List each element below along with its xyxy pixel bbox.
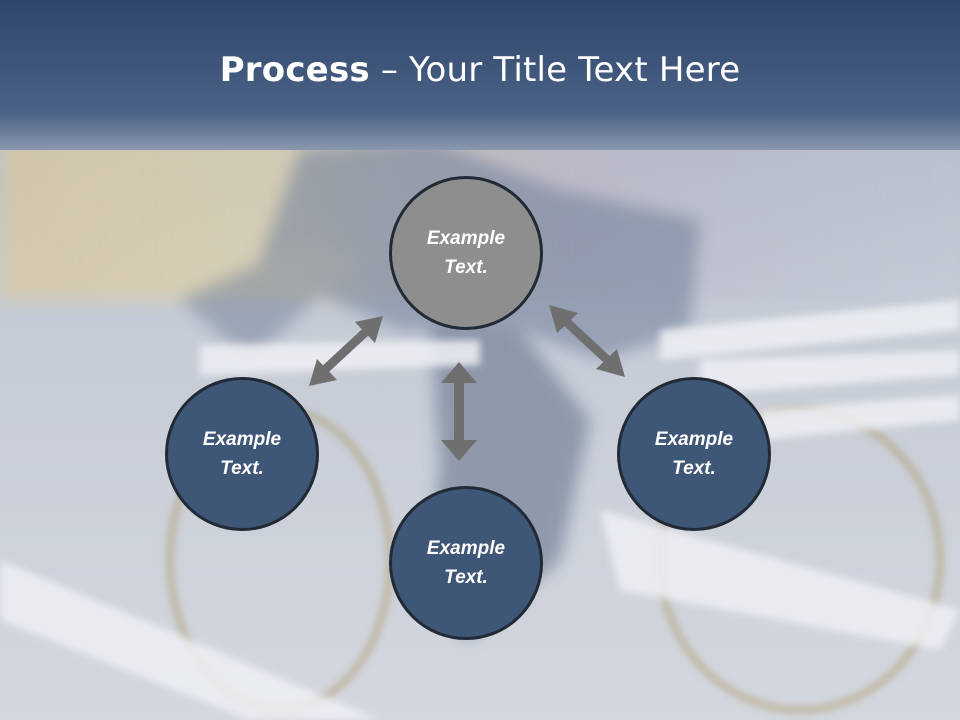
process-node-right: Example Text. — [617, 377, 771, 531]
title-rest: – Your Title Text Here — [369, 50, 741, 90]
process-node-top: Example Text. — [389, 176, 543, 330]
node-bottom-line1: Example — [426, 538, 506, 559]
node-bottom-line2: Text. — [444, 567, 488, 588]
node-top-line2: Text. — [444, 257, 488, 278]
node-right-line1: Example — [654, 429, 734, 450]
slide-title: Process – Your Title Text Here — [0, 50, 960, 90]
node-right-line2: Text. — [672, 458, 716, 479]
node-top-line1: Example — [426, 228, 506, 249]
process-node-left: Example Text. — [165, 377, 319, 531]
process-node-bottom: Example Text. — [389, 486, 543, 640]
title-strong: Process — [219, 50, 370, 90]
node-left-line1: Example — [202, 429, 282, 450]
node-left-line2: Text. — [220, 458, 264, 479]
